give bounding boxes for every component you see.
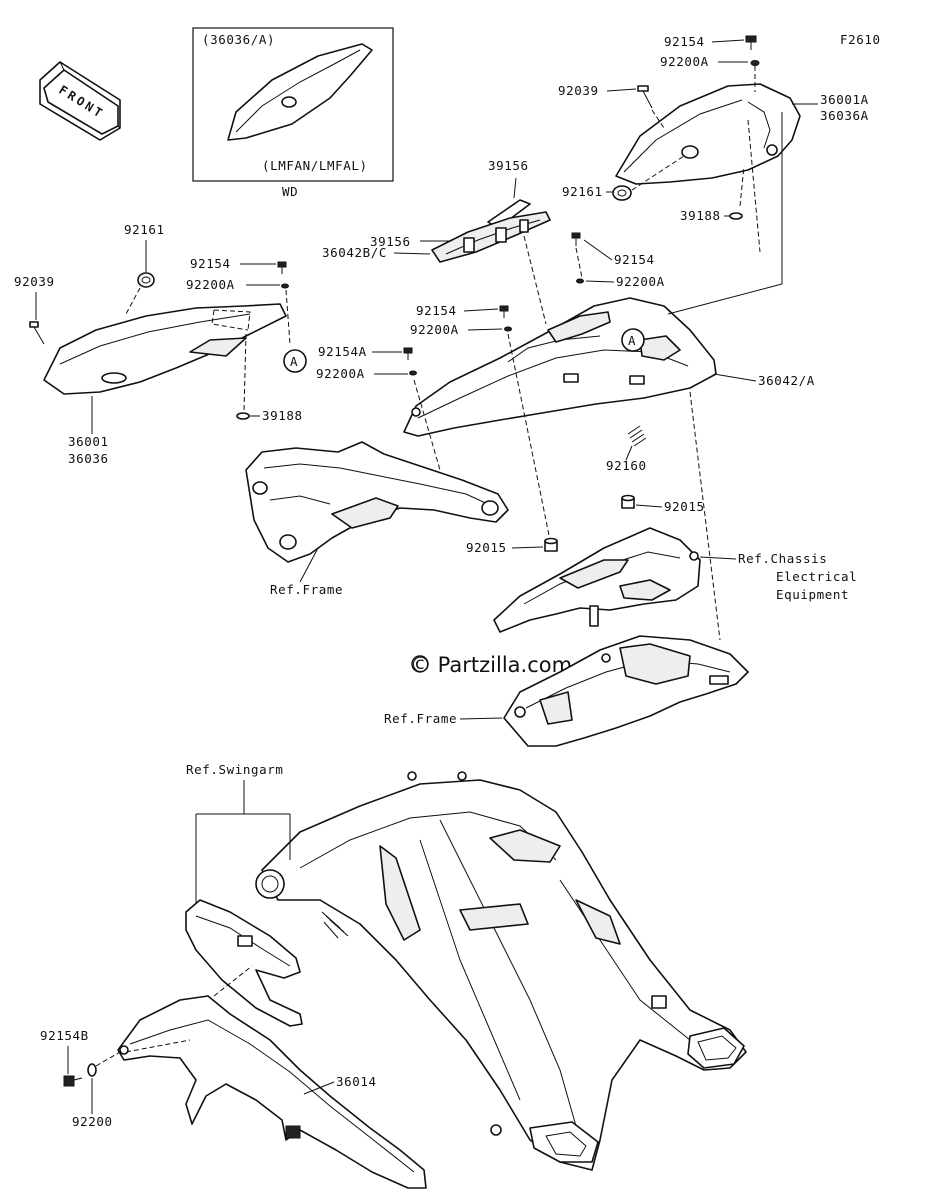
bolt-92154-top (745, 35, 757, 50)
label-92154a: 92154A (318, 344, 367, 359)
watermark: © Partzilla.com (410, 653, 572, 677)
rear-frame-left (245, 441, 509, 563)
label-92160: 92160 (606, 458, 647, 473)
pad-39188-left (236, 412, 250, 420)
label-ref-swingarm: Ref.Swingarm (186, 762, 284, 777)
label-92039-left: 92039 (14, 274, 55, 289)
label-ref-frame-upper: Ref.Frame (270, 582, 343, 597)
chain-slider-mark (321, 911, 349, 939)
callout-a-left-text: A (290, 354, 298, 369)
bolt-92154a (403, 347, 413, 360)
label-39156-upper: 39156 (488, 158, 529, 173)
bolt-92154-mid (499, 305, 509, 318)
rear-frame-lower (503, 635, 749, 747)
figure-code: F2610 (840, 32, 881, 47)
grommet-92161-left (137, 272, 155, 288)
spring-92160 (627, 425, 647, 447)
label-92200a-top: 92200A (660, 54, 709, 69)
callout-a-left: A (283, 349, 307, 373)
label-92015-left: 92015 (466, 540, 507, 555)
bracket-36042bc (431, 211, 551, 263)
label-92200a-left: 92200A (186, 277, 235, 292)
washer-92200a-left (281, 283, 289, 289)
label-36042bc: 36042B/C (322, 245, 387, 260)
label-39156-lower: 39156 (370, 234, 411, 249)
inset-box (192, 27, 394, 182)
bolt-92154b (63, 1075, 83, 1087)
bolt-92154-left (277, 261, 287, 274)
label-92200a-mid-right: 92200A (616, 274, 665, 289)
label-ref-chassis-3: Equipment (776, 587, 849, 602)
label-92200a-low: 92200A (316, 366, 365, 381)
chain-guard-36014 (117, 995, 427, 1189)
label-92154-left: 92154 (190, 256, 231, 271)
label-92200a-mid: 92200A (410, 322, 459, 337)
copyright-icon (411, 655, 429, 673)
bushing-92015-left (544, 537, 558, 552)
callout-a-right-text: A (628, 333, 636, 348)
label-92154-mid: 92154 (416, 303, 457, 318)
label-36042a: 36042/A (758, 373, 815, 388)
seat-cover-left (43, 303, 287, 395)
label-92154-mid-right: 92154 (614, 252, 655, 267)
label-92161-left: 92161 (124, 222, 165, 237)
seat-cover-upper-right (615, 83, 801, 185)
pad-39188-right (729, 212, 743, 220)
swingarm (255, 771, 747, 1171)
label-36001: 36001 (68, 434, 109, 449)
bolt-92154-mid-right (571, 232, 581, 246)
washer-92200a-mid-right (576, 278, 584, 284)
tail-cowl-36042a (403, 297, 717, 437)
label-36014: 36014 (336, 1074, 377, 1089)
label-39188-left: 39188 (262, 408, 303, 423)
label-92200: 92200 (72, 1114, 113, 1129)
label-ref-frame-lower: Ref.Frame (384, 711, 457, 726)
label-39188-right: 39188 (680, 208, 721, 223)
screw-92039-left (29, 321, 45, 345)
inset-caption: WD (282, 184, 298, 199)
label-36036a: 36036A (820, 108, 869, 123)
electrical-tray (493, 527, 701, 633)
label-92039-right: 92039 (558, 83, 599, 98)
chain-slider (185, 899, 303, 1027)
washer-92200a-low (409, 370, 417, 376)
front-direction-arrow-icon (39, 61, 121, 141)
label-36036: 36036 (68, 451, 109, 466)
screw-92039-right (637, 85, 653, 109)
inset-top-label: (36036/A) (202, 32, 275, 47)
label-92161-right: 92161 (562, 184, 603, 199)
label-ref-chassis-2: Electrical (776, 569, 857, 584)
washer-92200a-top (750, 60, 760, 66)
washer-92200 (87, 1063, 97, 1077)
label-36001a: 36001A (820, 92, 869, 107)
washer-92200a-mid (504, 326, 512, 332)
grommet-92161-right (612, 185, 632, 201)
inset-model-label: (LMFAN/LMFAL) (262, 158, 368, 173)
label-92154b: 92154B (40, 1028, 89, 1043)
label-92154-top: 92154 (664, 34, 705, 49)
bushing-92015-right (621, 494, 635, 509)
label-ref-chassis-1: Ref.Chassis (738, 551, 827, 566)
label-92015-right: 92015 (664, 499, 705, 514)
callout-a-right: A (621, 328, 645, 352)
